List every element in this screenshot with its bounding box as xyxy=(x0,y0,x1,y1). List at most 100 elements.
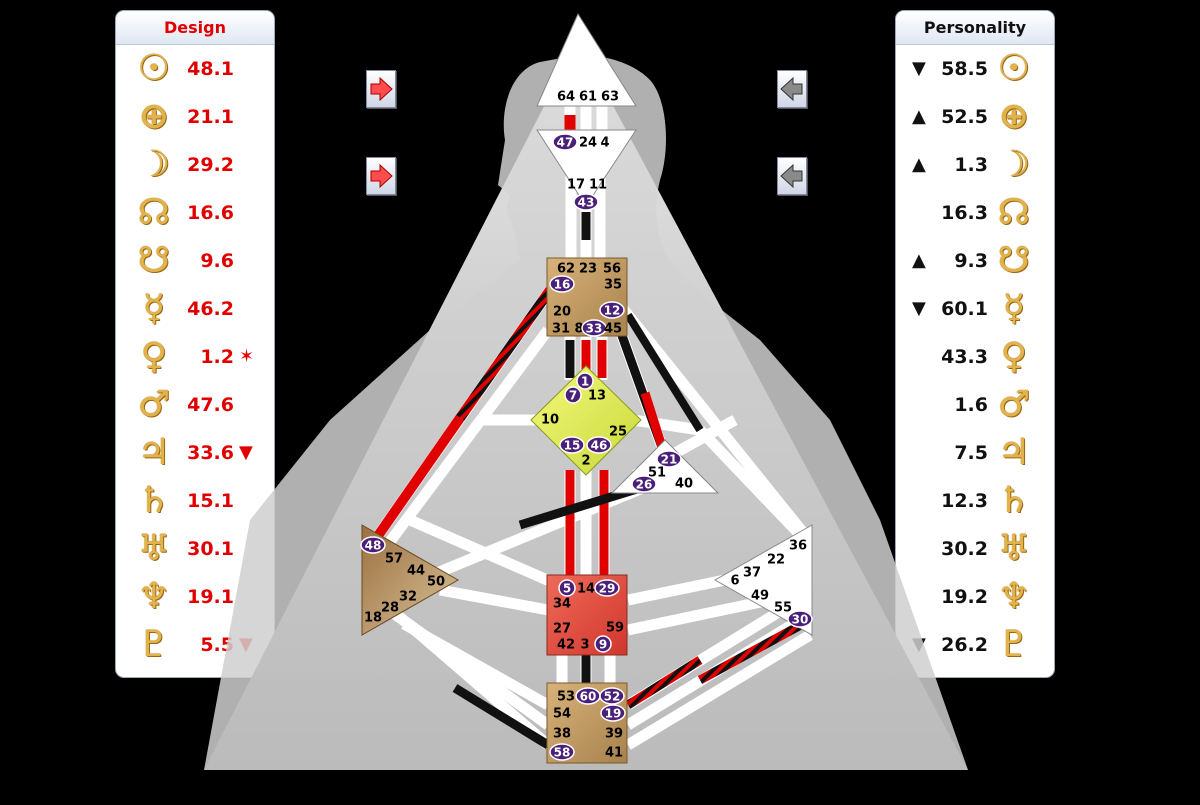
throat-center xyxy=(546,257,628,337)
personality-row: ♀43.3 xyxy=(896,337,1054,385)
gate-badge xyxy=(575,687,601,705)
design-value: 5.5 xyxy=(200,634,234,656)
gate-number: 27 xyxy=(553,622,571,637)
gate-24: 24 xyxy=(579,136,597,151)
head-center xyxy=(536,12,637,107)
north-node-icon: ☊ xyxy=(138,192,170,233)
gate-59: 59 xyxy=(606,621,624,636)
gate-number: 35 xyxy=(604,278,622,293)
personality-panel: Personality ☉58.5▼⊕52.5▲☽1.3▲☊16.3☋9.3▲☿… xyxy=(895,10,1055,678)
gate-13: 13 xyxy=(588,389,606,404)
design-row: ⊕21.1 xyxy=(116,97,274,145)
gray-arrow-left-icon xyxy=(780,163,803,189)
design-value: 46.2 xyxy=(187,298,234,320)
uranus-icon: ♅ xyxy=(137,528,171,569)
personality-marker: ▲ xyxy=(912,154,926,175)
personality-row: ☊16.3 xyxy=(896,193,1054,241)
gate-badge xyxy=(558,579,576,597)
body-silhouette xyxy=(204,40,968,770)
gate-number: 57 xyxy=(385,552,403,567)
personality-marker: ▼ xyxy=(912,634,926,655)
gate-badge xyxy=(594,635,612,653)
personality-value: 60.1 xyxy=(941,298,988,320)
gate-badge xyxy=(581,319,607,337)
neptune-icon: ♆ xyxy=(997,576,1031,617)
gate-number: 10 xyxy=(541,413,559,428)
sun-icon: ☉ xyxy=(137,48,171,89)
gate-46: 46 xyxy=(586,436,612,454)
gate-number: 11 xyxy=(589,178,607,193)
design-row: ♆19.1 xyxy=(116,577,274,625)
personality-value: 9.3 xyxy=(954,250,988,272)
gate-17: 17 xyxy=(567,178,585,193)
personality-prev-button-1[interactable] xyxy=(777,70,807,108)
gate-number: 45 xyxy=(604,322,622,337)
north-node-icon: ☊ xyxy=(998,192,1030,233)
gate-number: 5 xyxy=(563,582,571,596)
design-row: ♂47.6 xyxy=(116,385,274,433)
gate-number: 56 xyxy=(603,262,621,277)
gate-15: 15 xyxy=(559,436,585,454)
gate-number: 38 xyxy=(553,727,571,742)
design-value: 30.1 xyxy=(187,538,234,560)
gate-number: 29 xyxy=(599,582,616,596)
design-value: 9.6 xyxy=(200,250,234,272)
gate-14: 14 xyxy=(577,582,595,597)
design-title: Design xyxy=(116,11,274,45)
gate-number: 31 xyxy=(552,322,570,337)
gate-number: 41 xyxy=(605,746,623,761)
gate-number: 6 xyxy=(730,574,739,589)
design-next-button-1[interactable] xyxy=(366,70,396,108)
gate-number: 36 xyxy=(789,539,807,554)
gate-4: 4 xyxy=(600,136,609,151)
gate-badge xyxy=(594,579,620,597)
personality-value: 30.2 xyxy=(941,538,988,560)
mars-icon: ♂ xyxy=(997,384,1031,425)
personality-row: ☉58.5▼ xyxy=(896,49,1054,97)
design-value: 15.1 xyxy=(187,490,234,512)
personality-value: 7.5 xyxy=(954,442,988,464)
jupiter-icon: ♃ xyxy=(137,432,171,473)
design-row: ☽29.2 xyxy=(116,145,274,193)
personality-prev-button-2[interactable] xyxy=(777,157,807,195)
gate-35: 35 xyxy=(604,278,622,293)
design-row: ♄15.1 xyxy=(116,481,274,529)
gate-36: 36 xyxy=(789,539,807,554)
gate-number: 7 xyxy=(569,389,577,403)
gate-number: 54 xyxy=(553,707,571,722)
gate-28: 28 xyxy=(381,601,399,616)
gate-33: 33 xyxy=(581,319,607,337)
heart-center xyxy=(610,439,720,494)
gate-number: 18 xyxy=(364,611,382,626)
red-arrow-right-icon xyxy=(370,76,393,102)
gate-20: 20 xyxy=(553,305,571,320)
gate-56: 56 xyxy=(603,262,621,277)
gate-number: 43 xyxy=(578,196,595,210)
sacral-center xyxy=(546,574,628,656)
gate-number: 60 xyxy=(580,690,597,704)
gate-number: 28 xyxy=(381,601,399,616)
personality-value: 19.2 xyxy=(941,586,988,608)
gate-badge xyxy=(586,436,612,454)
gate-number: 51 xyxy=(648,466,666,481)
gate-number: 59 xyxy=(606,621,624,636)
gate-42: 42 xyxy=(557,638,575,653)
design-value: 21.1 xyxy=(187,106,234,128)
personality-marker: ▲ xyxy=(912,250,926,271)
gate-48: 48 xyxy=(360,536,386,554)
gate-62: 62 xyxy=(557,262,575,277)
gate-16: 16 xyxy=(549,275,575,293)
gate-number: 46 xyxy=(591,439,608,453)
moon-icon: ☽ xyxy=(997,144,1031,185)
uranus-icon: ♅ xyxy=(997,528,1031,569)
mars-icon: ♂ xyxy=(137,384,171,425)
design-row: ☊16.6 xyxy=(116,193,274,241)
sun-icon: ☉ xyxy=(997,48,1031,89)
design-next-button-2[interactable] xyxy=(366,157,396,195)
design-value: 48.1 xyxy=(187,58,234,80)
personality-value: 43.3 xyxy=(941,346,988,368)
gate-number: 24 xyxy=(579,136,597,151)
saturn-icon: ♄ xyxy=(997,480,1031,521)
gate-number: 16 xyxy=(554,278,571,292)
gate-number: 23 xyxy=(579,262,597,277)
